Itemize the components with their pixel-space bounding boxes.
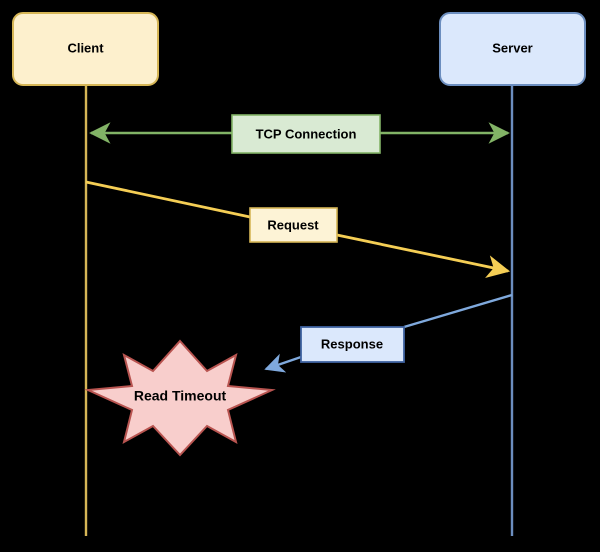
- request-label-rect: [249, 207, 338, 243]
- tcp-connection-label-rect: [231, 114, 381, 154]
- participant-client[interactable]: Client: [12, 12, 159, 86]
- client-label: Client: [67, 40, 104, 55]
- response-label-box[interactable]: Response: [300, 326, 405, 363]
- client-box-rect: [12, 12, 159, 86]
- burst-shape-icon: [84, 339, 276, 457]
- tcp-connection-label-text: TCP Connection: [256, 126, 357, 141]
- response-arrow-segment-2: [264, 353, 302, 373]
- tcp-connection-label-box[interactable]: TCP Connection: [231, 114, 381, 154]
- message-response[interactable]: [264, 293, 513, 373]
- message-request[interactable]: [85, 180, 511, 278]
- response-label-rect: [300, 326, 405, 363]
- request-label-text: Request: [267, 217, 319, 232]
- request-label-box[interactable]: Request: [249, 207, 338, 243]
- response-label-text: Response: [321, 336, 383, 351]
- participant-server[interactable]: Server: [439, 12, 586, 86]
- response-arrow-segment-1: [403, 293, 513, 329]
- request-arrow-segment-1: [85, 180, 251, 219]
- lifelines: [84, 85, 514, 536]
- server-label: Server: [492, 40, 532, 55]
- server-box-rect: [439, 12, 586, 86]
- event-read-timeout[interactable]: Read Timeout: [84, 339, 276, 457]
- request-arrow-segment-2: [336, 233, 511, 278]
- read-timeout-label: Read Timeout: [134, 388, 227, 404]
